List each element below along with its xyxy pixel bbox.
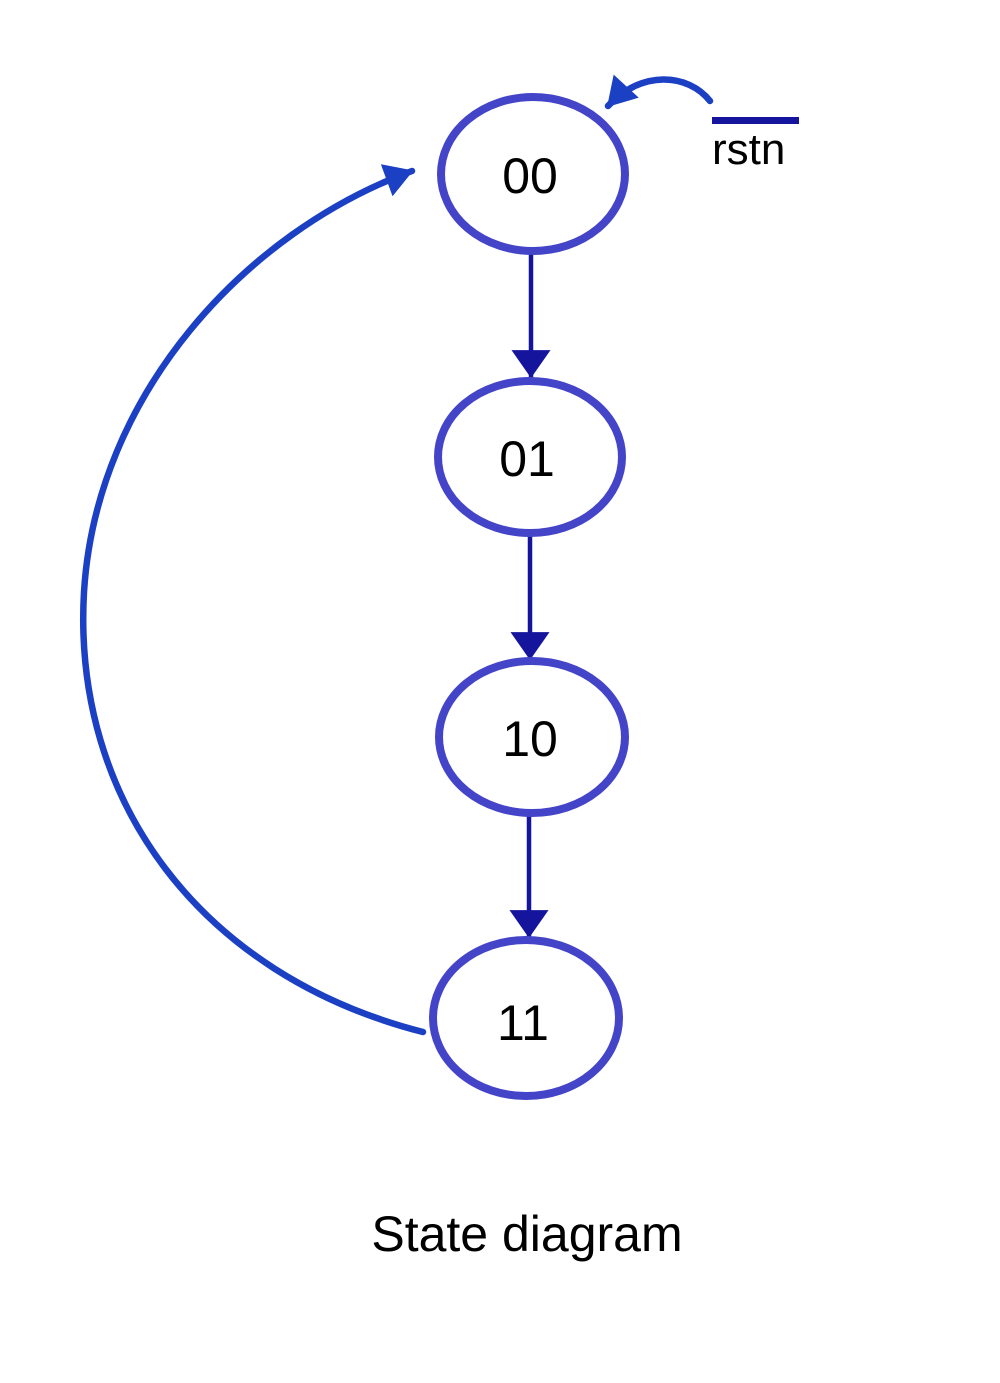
state-label-10: 10: [502, 711, 558, 767]
state-ellipse-01: [434, 377, 626, 537]
reset-signal-label: rstn: [712, 125, 786, 174]
reset-arrow: [604, 74, 714, 110]
rstn-overline-bar: [712, 117, 799, 124]
state-ellipse-11: [429, 936, 623, 1100]
diagram-caption: State diagram: [371, 1206, 683, 1262]
transition-arc-11-to-00: [79, 164, 427, 1036]
state-label-01: 01: [499, 431, 555, 487]
state-label-00: 00: [502, 148, 558, 204]
state-ellipse-10: [435, 657, 629, 817]
state-label-11: 11: [497, 995, 549, 1051]
state-ellipse-00: [437, 93, 629, 255]
